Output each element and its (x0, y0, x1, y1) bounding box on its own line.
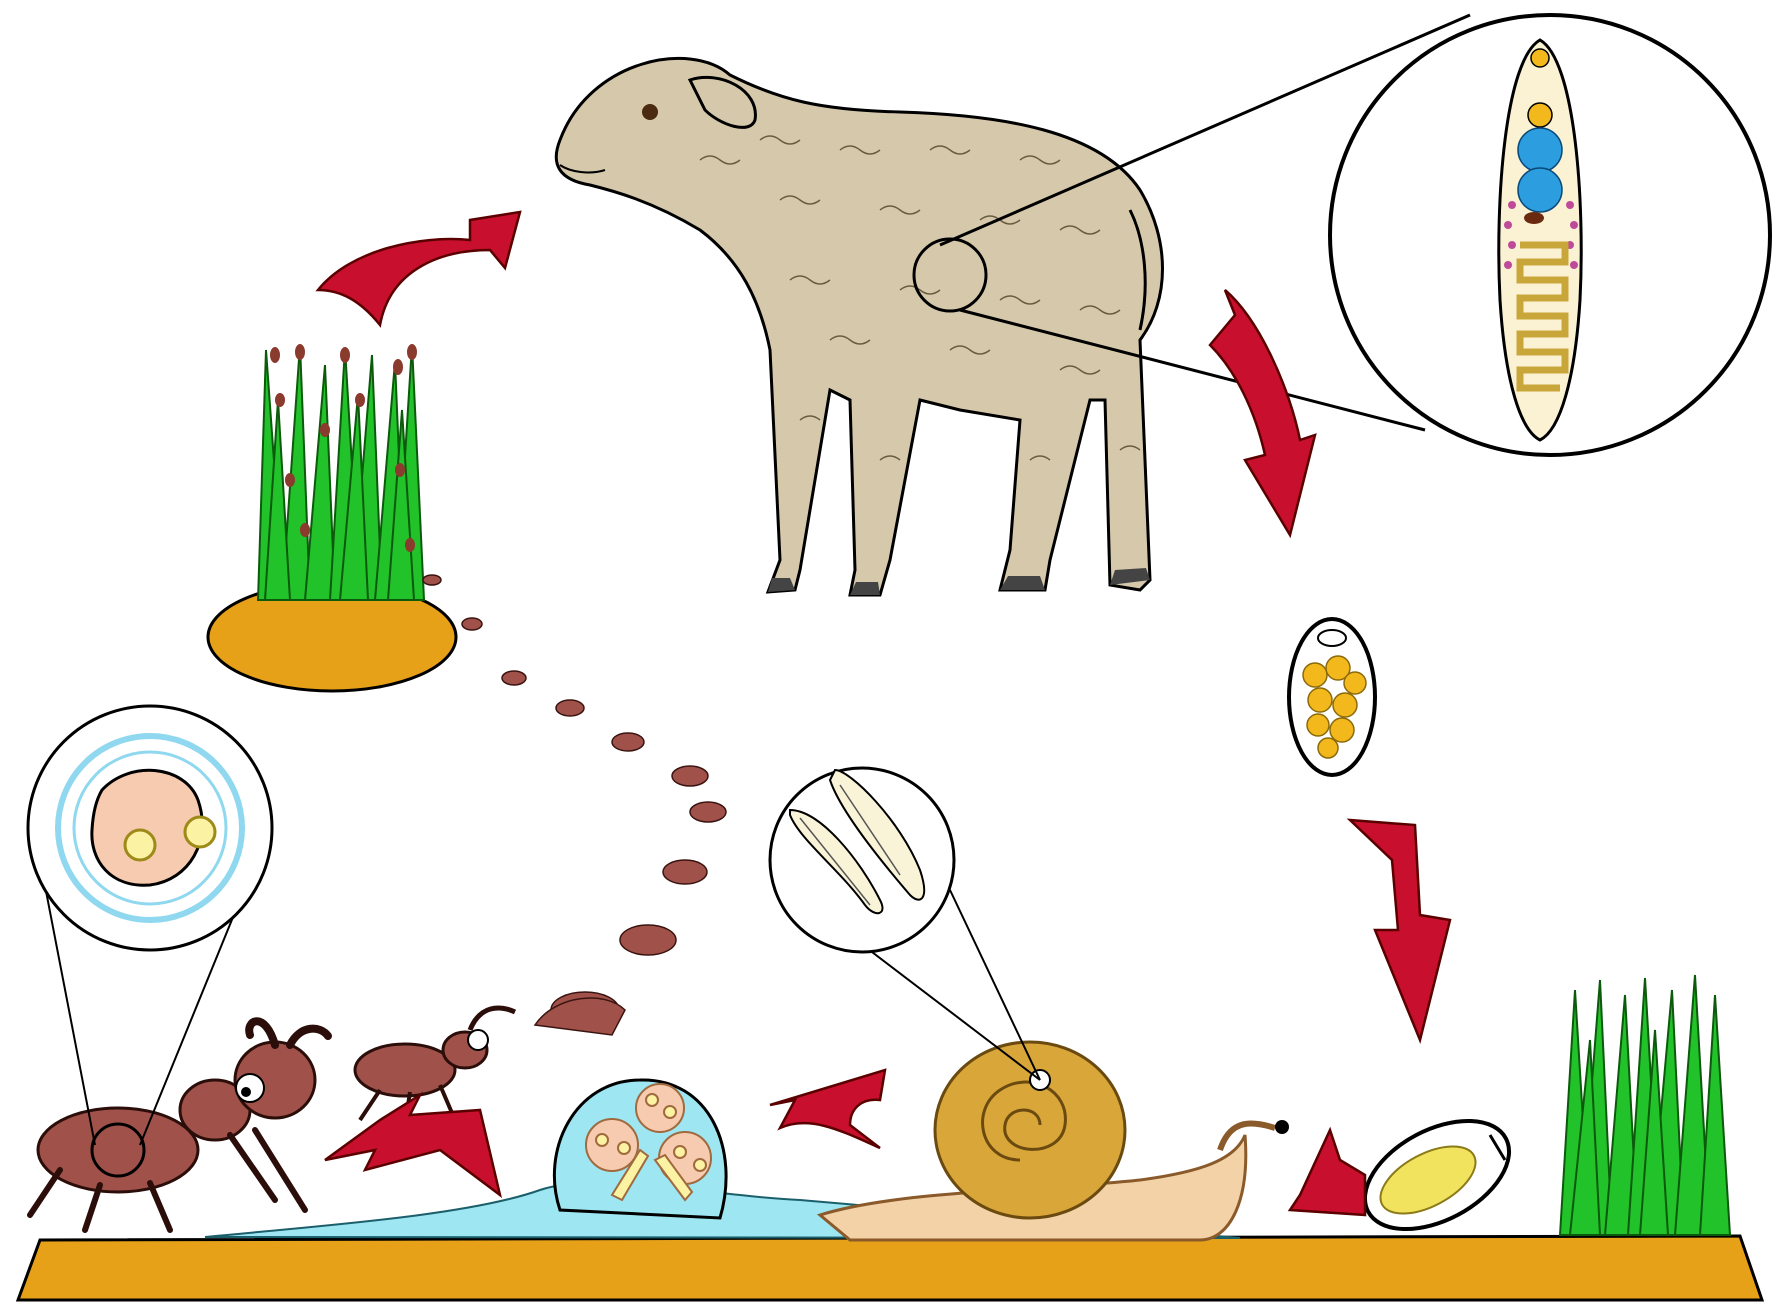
arrow-snail-to-slime (770, 1070, 885, 1148)
metacercaria-zoom (28, 706, 272, 950)
infected-ant (30, 1021, 328, 1230)
arrow-grass-to-sheep (318, 212, 520, 325)
ant-trail (423, 575, 726, 1035)
adult-fluke-zoom (1330, 15, 1770, 455)
snail (820, 1042, 1289, 1240)
egg-on-ground (1347, 1099, 1527, 1252)
arrow-egg-to-ground (1350, 820, 1450, 1040)
sheep (556, 58, 1162, 595)
ground (18, 1236, 1762, 1300)
egg (1289, 619, 1375, 775)
grass-with-ants (208, 344, 456, 691)
grass-bottom-right (1560, 975, 1730, 1235)
arrow-egg-to-snail (1290, 1130, 1365, 1215)
arrow-sheep-to-egg (1210, 290, 1315, 535)
walking-ant (355, 1008, 515, 1125)
arrow-slime-to-ant (325, 1095, 500, 1195)
slime-ball (554, 1080, 726, 1218)
sporocyst-zoom (770, 768, 954, 952)
